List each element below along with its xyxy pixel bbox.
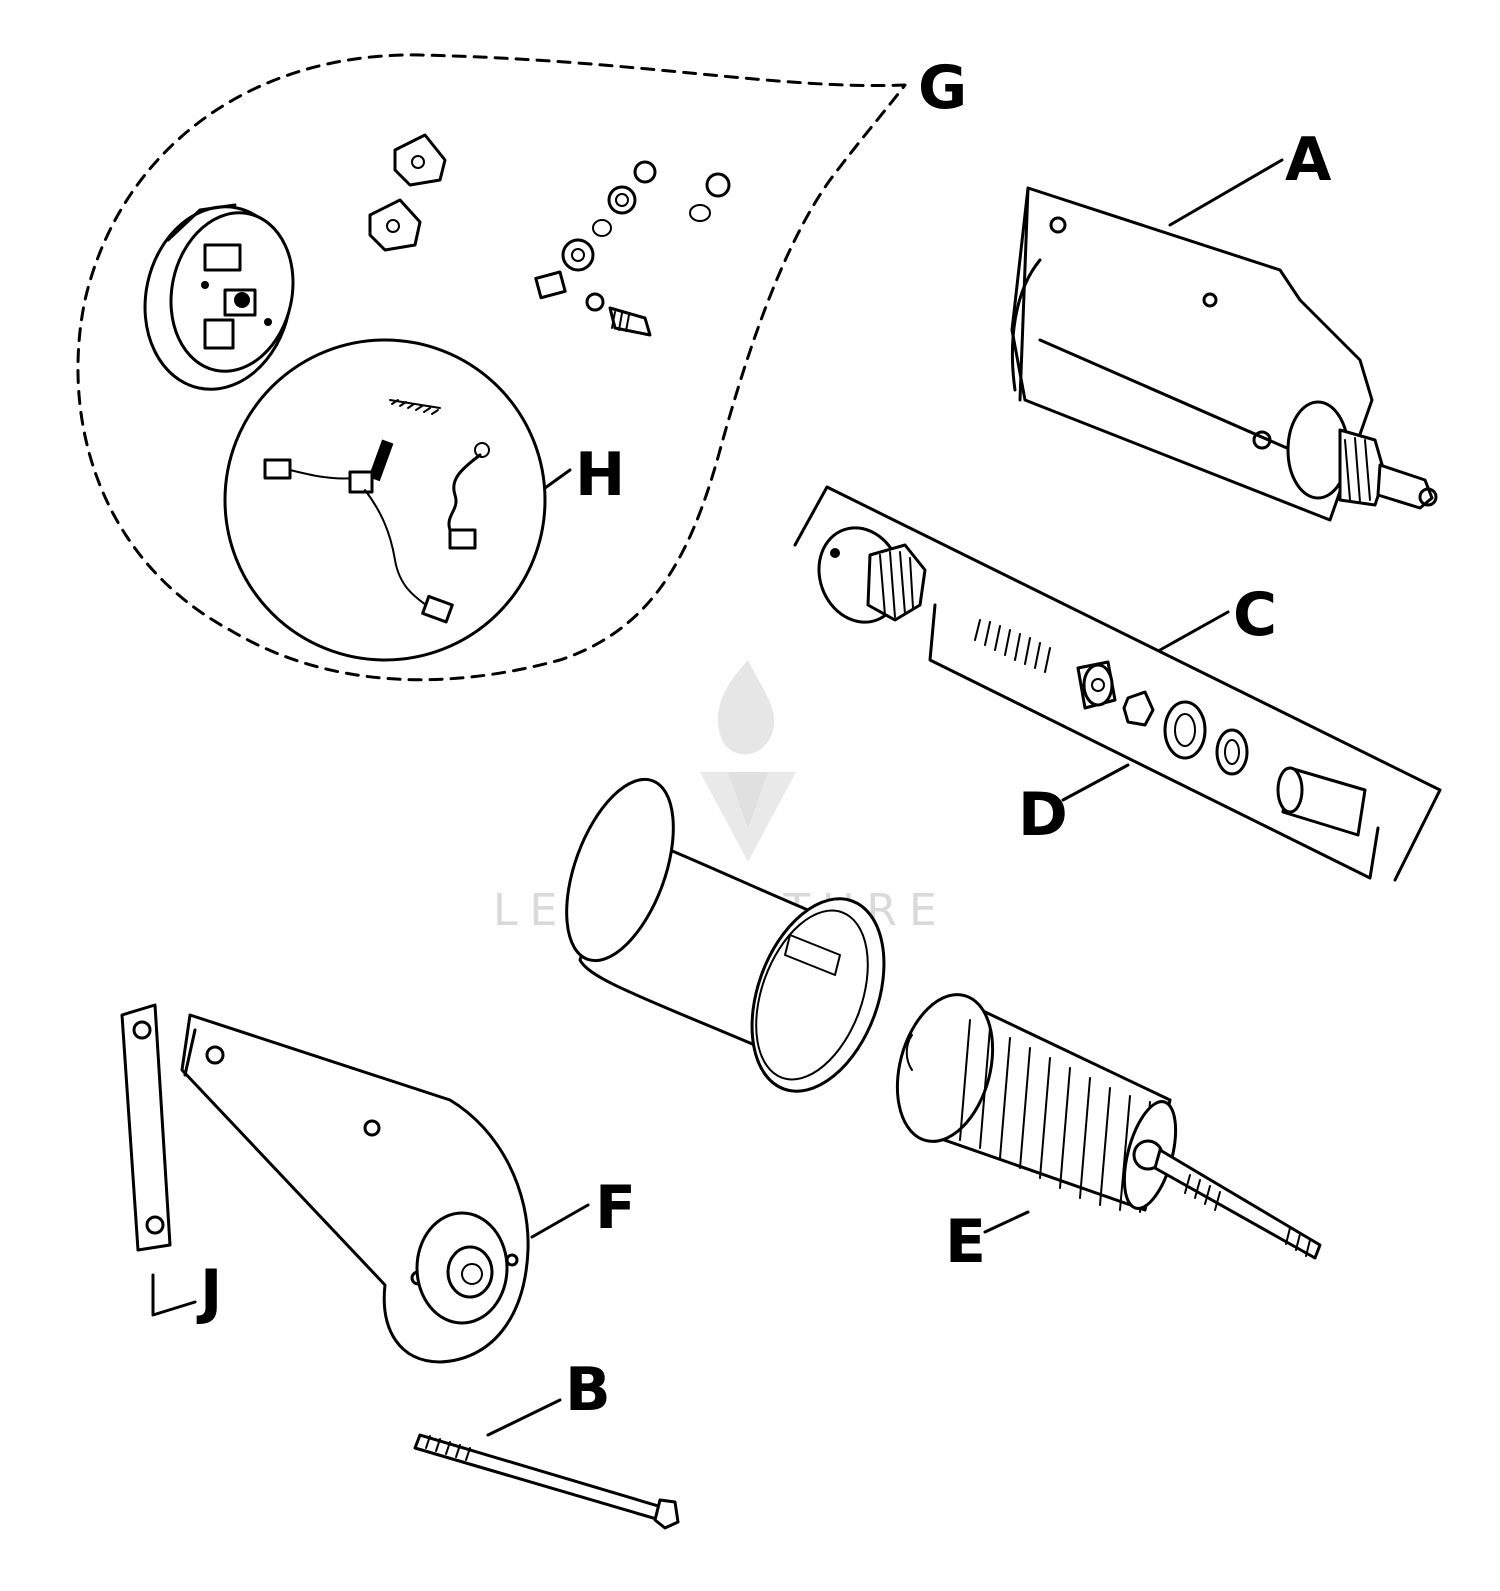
terminal-clip-lower (368, 198, 422, 252)
callout-j: J (196, 1257, 222, 1327)
leader-line-h (543, 468, 572, 490)
callout-d: D (1018, 780, 1068, 850)
armature-part (895, 993, 1322, 1260)
leader-line-f (530, 1203, 590, 1239)
callout-h: H (575, 440, 625, 510)
callout-a: A (1285, 125, 1332, 195)
watermark-logo-icon (700, 660, 796, 862)
leader-line-j (151, 1273, 197, 1317)
leader-line-a (1168, 158, 1284, 227)
mounting-strap-part (120, 1003, 172, 1252)
through-bolt-part (413, 1433, 680, 1530)
leader-line-e (983, 1210, 1030, 1234)
end-bracket-part (180, 1013, 530, 1364)
leader-line-c (1158, 610, 1230, 652)
hardware-set (534, 160, 731, 337)
leader-line-b (486, 1398, 562, 1437)
spring-part (974, 619, 1051, 673)
end-cap-part (143, 203, 295, 391)
terminal-clip-upper (393, 133, 447, 187)
washer-part (1215, 728, 1249, 776)
leader-line-d (1061, 763, 1130, 802)
drive-components-panel (793, 485, 1442, 882)
sleeve-part (1276, 766, 1367, 837)
brush-assembly-dashed-outline (76, 53, 907, 682)
starter-motor-assembly (1010, 186, 1438, 522)
nut-part (1122, 690, 1155, 727)
bushing-part (1163, 700, 1207, 760)
callout-c: C (1233, 580, 1277, 650)
motor-frame-tube (565, 777, 886, 1093)
callout-f: F (595, 1173, 636, 1243)
callout-g: G (918, 53, 967, 123)
callout-e: E (945, 1207, 986, 1277)
leader-lines (151, 158, 1284, 1437)
spacer-part (1076, 660, 1117, 710)
callout-b: B (565, 1355, 611, 1425)
brush-detail-inset (223, 338, 547, 662)
pinion-gear-part (817, 526, 927, 624)
